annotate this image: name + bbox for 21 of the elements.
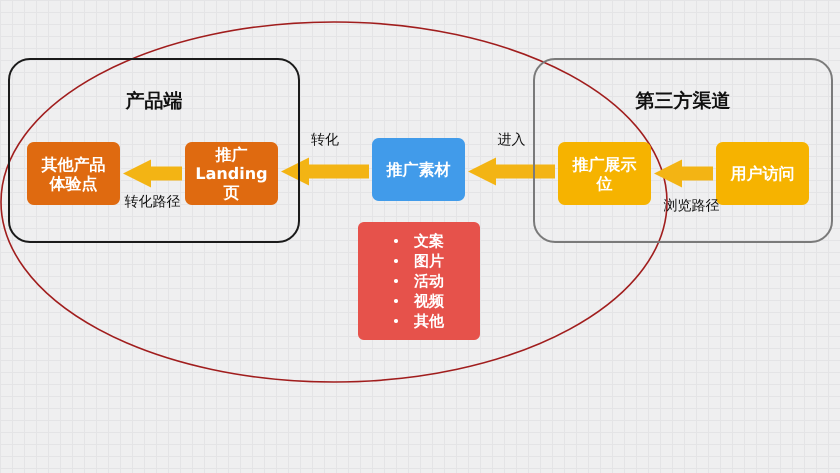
edge-label: 进入: [498, 130, 526, 148]
group-frame: [8, 58, 300, 243]
list-card: [358, 222, 480, 340]
edge-label: 转化: [311, 130, 339, 148]
list-item: 活动: [414, 271, 444, 291]
process-box: 推广 Landing 页: [185, 142, 278, 205]
block-arrow: [654, 160, 713, 188]
list-item: 其他: [414, 311, 444, 331]
list-item: 文案: [414, 231, 444, 251]
edge-label: 转化路径: [124, 192, 180, 210]
group-title: 产品端: [126, 89, 182, 114]
process-box: 推广展示位: [558, 142, 651, 205]
block-arrow: [123, 160, 182, 188]
list-item: 视频: [414, 291, 444, 311]
list-item: 图片: [414, 251, 444, 271]
group-title: 第三方渠道: [636, 89, 730, 114]
block-arrow: [281, 158, 369, 186]
group-frame: [533, 58, 833, 243]
block-arrow: [468, 158, 555, 186]
process-box: 推广素材: [372, 138, 465, 201]
process-box: 其他产品体验点: [27, 142, 120, 205]
